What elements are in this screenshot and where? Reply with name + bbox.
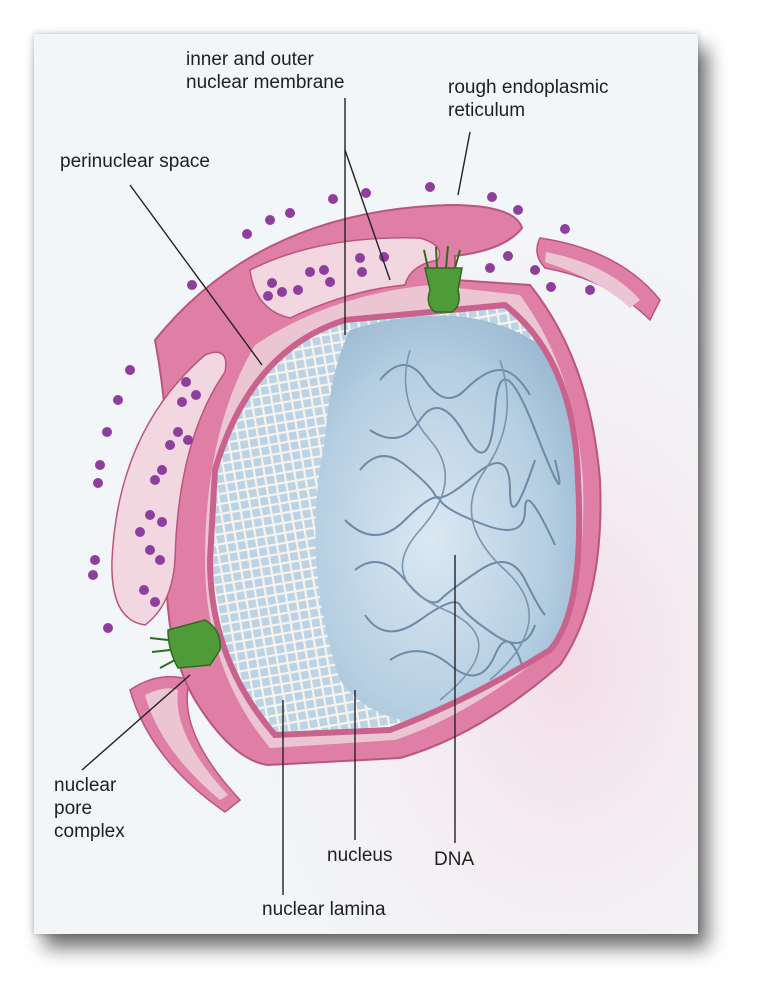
nuclear-envelope-illustration xyxy=(34,34,698,934)
leader-perinuclear xyxy=(129,184,263,366)
er-lumen-bottom-left xyxy=(145,688,228,800)
nucleus-body xyxy=(315,315,580,724)
ribosomes xyxy=(88,182,595,633)
leader-rough-er xyxy=(457,131,471,196)
nucleus-interior xyxy=(210,305,580,735)
leader-membrane-outer xyxy=(344,149,391,281)
leader-lines xyxy=(81,98,471,895)
inner-nuclear-membrane xyxy=(206,301,583,739)
label-inner-outer-nuclear-membrane: inner and outer nuclear membrane xyxy=(186,49,345,93)
label-nuclear-pore-complex: nuclear pore complex xyxy=(54,775,125,842)
label-dna: DNA xyxy=(434,849,475,870)
dna-strand-vertical xyxy=(401,349,530,701)
er-cisterna-left xyxy=(111,351,227,626)
leader-pore-complex xyxy=(81,674,191,771)
diagram-card: inner and outer nuclear membrane rough e… xyxy=(34,34,698,934)
nuclear-pore-left xyxy=(149,619,221,669)
label-nucleus: nucleus xyxy=(327,845,393,866)
label-rough-endoplasmic-reticulum: rough endoplasmic reticulum xyxy=(448,77,609,121)
nuclear-pore-top xyxy=(423,245,463,313)
label-nuclear-lamina: nuclear lamina xyxy=(262,899,386,920)
dna-strand xyxy=(344,364,561,677)
label-perinuclear-space: perinuclear space xyxy=(60,151,210,172)
er-lumen-right xyxy=(545,252,640,308)
